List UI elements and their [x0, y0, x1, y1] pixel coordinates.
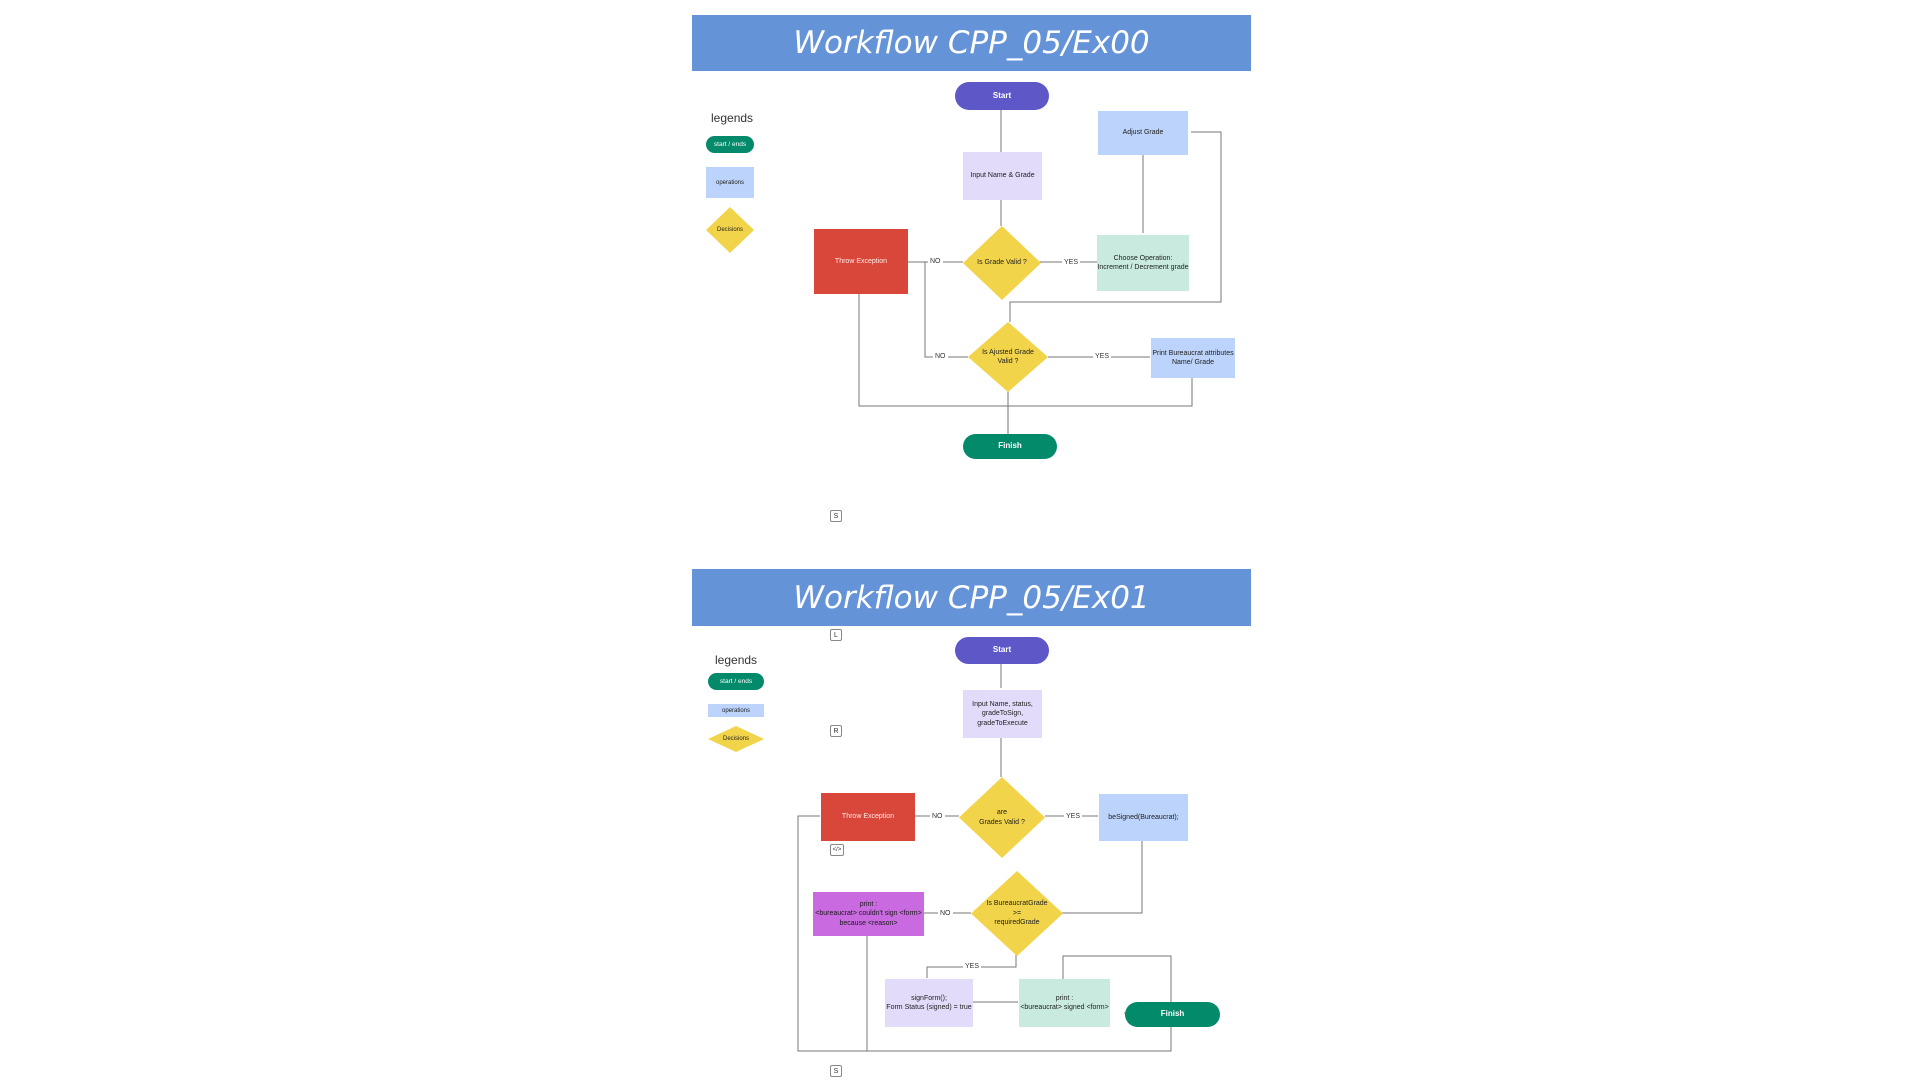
finish-node: Finish: [1125, 1002, 1220, 1027]
workflow-title-ex01: Workflow CPP_05/Ex01: [692, 569, 1251, 626]
edge-label-yes: YES: [963, 962, 982, 972]
input-form-fields-node: Input Name, status, gradeToSign, gradeTo…: [963, 690, 1042, 738]
finish-node: Finish: [963, 434, 1057, 459]
print-signed-node: print : <bureaucrat> signed <form>: [1019, 979, 1110, 1027]
key-badge-s[interactable]: S: [830, 510, 842, 522]
legend-start-end: start / ends: [706, 136, 754, 153]
legend-title: legends: [715, 653, 758, 667]
throw-exception-node: Throw Exception: [814, 229, 908, 294]
key-badge-r[interactable]: R: [830, 725, 842, 737]
edge-label-yes: YES: [1064, 812, 1083, 822]
legend-start-end: start / ends: [708, 673, 764, 690]
edge-label-yes: YES: [1062, 258, 1081, 268]
sign-form-node: signForm(); Form Status (signed) = true: [885, 979, 973, 1027]
print-attributes-node: Print Bureaucrat attributes Name/ Grade: [1151, 338, 1235, 378]
key-badge-l[interactable]: L: [830, 629, 842, 641]
legend-operations: operations: [708, 704, 764, 717]
print-could-not-sign-node: print : <bureaucrat> couldn't sign <form…: [813, 892, 924, 936]
start-node: Start: [955, 82, 1049, 110]
throw-exception-node: Throw Exception: [821, 793, 915, 841]
be-signed-node: beSigned(Bureaucrat);: [1099, 794, 1188, 841]
edge-label-no: NO: [933, 352, 948, 362]
legend-operations: operations: [706, 167, 754, 198]
edge-label-no: NO: [928, 257, 943, 267]
adjust-grade-node: Adjust Grade: [1098, 111, 1188, 155]
key-badge-code[interactable]: </>: [830, 844, 844, 856]
workflow-title-ex00: Workflow CPP_05/Ex00: [692, 15, 1251, 71]
choose-operation-node: Choose Operation: Increment / Decrement …: [1097, 235, 1189, 291]
edge-label-yes: YES: [1093, 352, 1112, 362]
input-name-grade-node: Input Name & Grade: [963, 152, 1042, 200]
edge-label-no: NO: [938, 909, 953, 919]
key-badge-s[interactable]: S: [830, 1065, 842, 1077]
legend-title: legends: [711, 111, 754, 125]
start-node: Start: [955, 637, 1049, 664]
edge-label-no: NO: [930, 812, 945, 822]
